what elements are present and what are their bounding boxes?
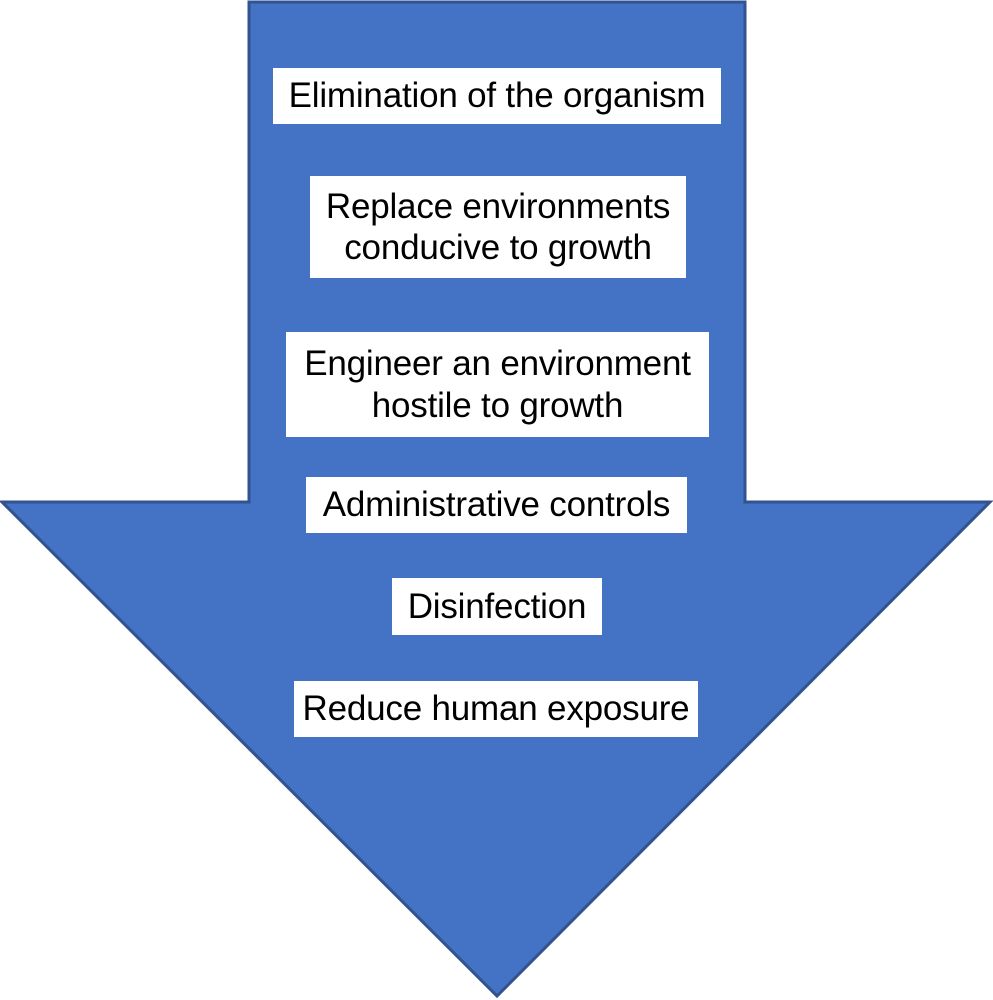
control-step-box-4[interactable]: Administrative controls xyxy=(306,477,687,533)
control-step-box-5[interactable]: Disinfection xyxy=(392,578,602,635)
control-step-box-6[interactable]: Reduce human exposure xyxy=(294,681,698,737)
control-step-box-1[interactable]: Elimination of the organism xyxy=(273,68,721,124)
control-step-box-2[interactable]: Replace environments conducive to growth xyxy=(310,176,686,278)
control-step-box-3[interactable]: Engineer an environment hostile to growt… xyxy=(286,332,709,437)
